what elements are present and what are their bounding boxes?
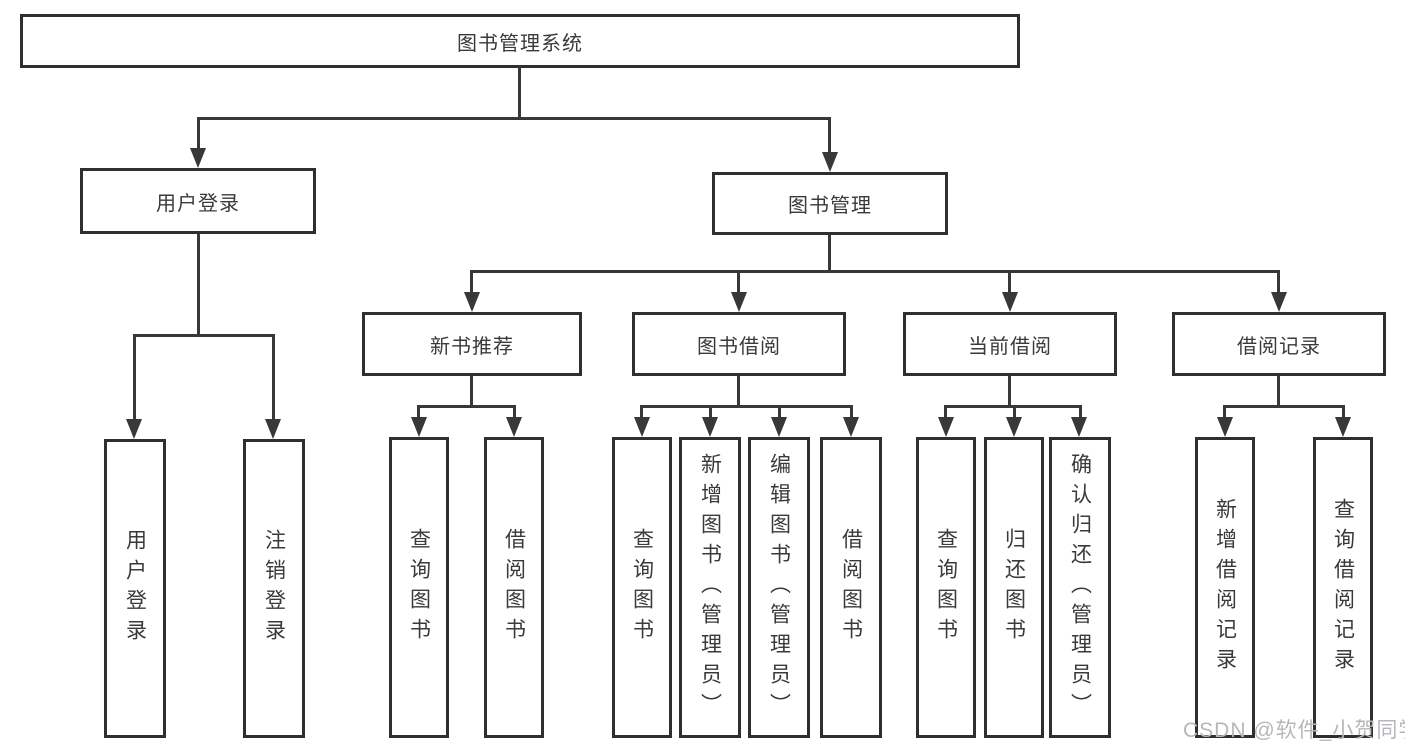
connector-drop-leaf xyxy=(640,405,643,419)
arrow-down-icon xyxy=(1002,292,1018,312)
leaf-logout: 注销登录 xyxy=(243,439,305,738)
connector-stem-root xyxy=(518,66,521,119)
leaf-query-borrow-record: 查询借阅记录 xyxy=(1313,437,1373,738)
connector-stem-book-borrowing xyxy=(737,376,740,407)
arrow-down-icon xyxy=(1271,292,1287,312)
leaf-borrow-books-borrowing: 借阅图书 xyxy=(820,437,882,738)
connector-drop-leaf xyxy=(417,405,420,419)
connector-drop-leaf xyxy=(272,334,275,419)
arrow-down-icon xyxy=(702,417,718,437)
leaf-add-borrow-record: 新增借阅记录 xyxy=(1195,437,1255,738)
arrow-down-icon xyxy=(1217,417,1233,437)
leaf-query-books-recommend: 查询图书 xyxy=(389,437,449,738)
connector-drop-leaf xyxy=(944,405,947,419)
leaf-confirm-return-admin: 确认归还（管理员） xyxy=(1049,437,1111,738)
connector-drop-book-borrowing xyxy=(737,270,740,294)
connector-drop-leaf xyxy=(1013,405,1016,419)
connector-bus-book-borrowing xyxy=(640,405,852,408)
connector-drop-leaf xyxy=(778,405,781,419)
node-user-login: 用户登录 xyxy=(80,168,316,234)
arrow-down-icon xyxy=(1006,417,1022,437)
connector-drop-borrowing-records xyxy=(1277,270,1280,294)
arrow-down-icon xyxy=(411,417,427,437)
arrow-down-icon xyxy=(506,417,522,437)
connector-drop-new-book xyxy=(470,270,473,294)
connector-drop-leaf xyxy=(1079,405,1082,419)
connector-drop-leaf xyxy=(1342,405,1345,419)
connector-drop-leaf xyxy=(709,405,712,419)
leaf-borrow-books-recommend: 借阅图书 xyxy=(484,437,544,738)
connector-stem-user-login xyxy=(197,234,200,336)
connector-drop-user-login xyxy=(197,117,200,150)
node-library-management-system: 图书管理系统 xyxy=(20,14,1020,68)
connector-drop-leaf xyxy=(513,405,516,419)
leaf-query-books-borrowing: 查询图书 xyxy=(612,437,672,738)
connector-stem-new-book xyxy=(470,376,473,407)
connector-stem-book-management xyxy=(828,235,831,272)
connector-bus-current-borrowing xyxy=(944,405,1081,408)
connector-bus-level3 xyxy=(470,270,1280,273)
arrow-down-icon xyxy=(938,417,954,437)
leaf-add-book-admin: 新增图书（管理员） xyxy=(679,437,741,738)
arrow-down-icon xyxy=(190,148,206,168)
node-book-management: 图书管理 xyxy=(712,172,948,235)
connector-stem-borrowing-records xyxy=(1277,376,1280,407)
arrow-down-icon xyxy=(126,419,142,439)
leaf-edit-book-admin: 编辑图书（管理员） xyxy=(748,437,810,738)
arrow-down-icon xyxy=(265,419,281,439)
connector-drop-book-management xyxy=(828,117,831,154)
leaf-query-books-current: 查询图书 xyxy=(916,437,976,738)
node-borrowing-records: 借阅记录 xyxy=(1172,312,1386,376)
connector-bus-user-login xyxy=(133,334,275,337)
leaf-user-login: 用户登录 xyxy=(104,439,166,738)
connector-drop-current-borrowing xyxy=(1008,270,1011,294)
arrow-down-icon xyxy=(822,152,838,172)
node-new-book-recommendation: 新书推荐 xyxy=(362,312,582,376)
leaf-return-books: 归还图书 xyxy=(984,437,1044,738)
arrow-down-icon xyxy=(843,417,859,437)
watermark: CSDN @软件_小贺同学 xyxy=(1183,719,1405,742)
arrow-down-icon xyxy=(634,417,650,437)
connector-drop-leaf xyxy=(1223,405,1226,419)
connector-stem-current-borrowing xyxy=(1008,376,1011,407)
connector-drop-leaf xyxy=(850,405,853,419)
arrow-down-icon xyxy=(1071,417,1087,437)
arrow-down-icon xyxy=(731,292,747,312)
connector-drop-leaf xyxy=(133,334,136,419)
connector-bus-new-book xyxy=(417,405,516,408)
node-current-borrowing: 当前借阅 xyxy=(903,312,1117,376)
arrow-down-icon xyxy=(464,292,480,312)
connector-bus-level2 xyxy=(197,117,831,120)
connector-bus-borrowing-records xyxy=(1223,405,1344,408)
node-book-borrowing: 图书借阅 xyxy=(632,312,846,376)
arrow-down-icon xyxy=(771,417,787,437)
arrow-down-icon xyxy=(1335,417,1351,437)
